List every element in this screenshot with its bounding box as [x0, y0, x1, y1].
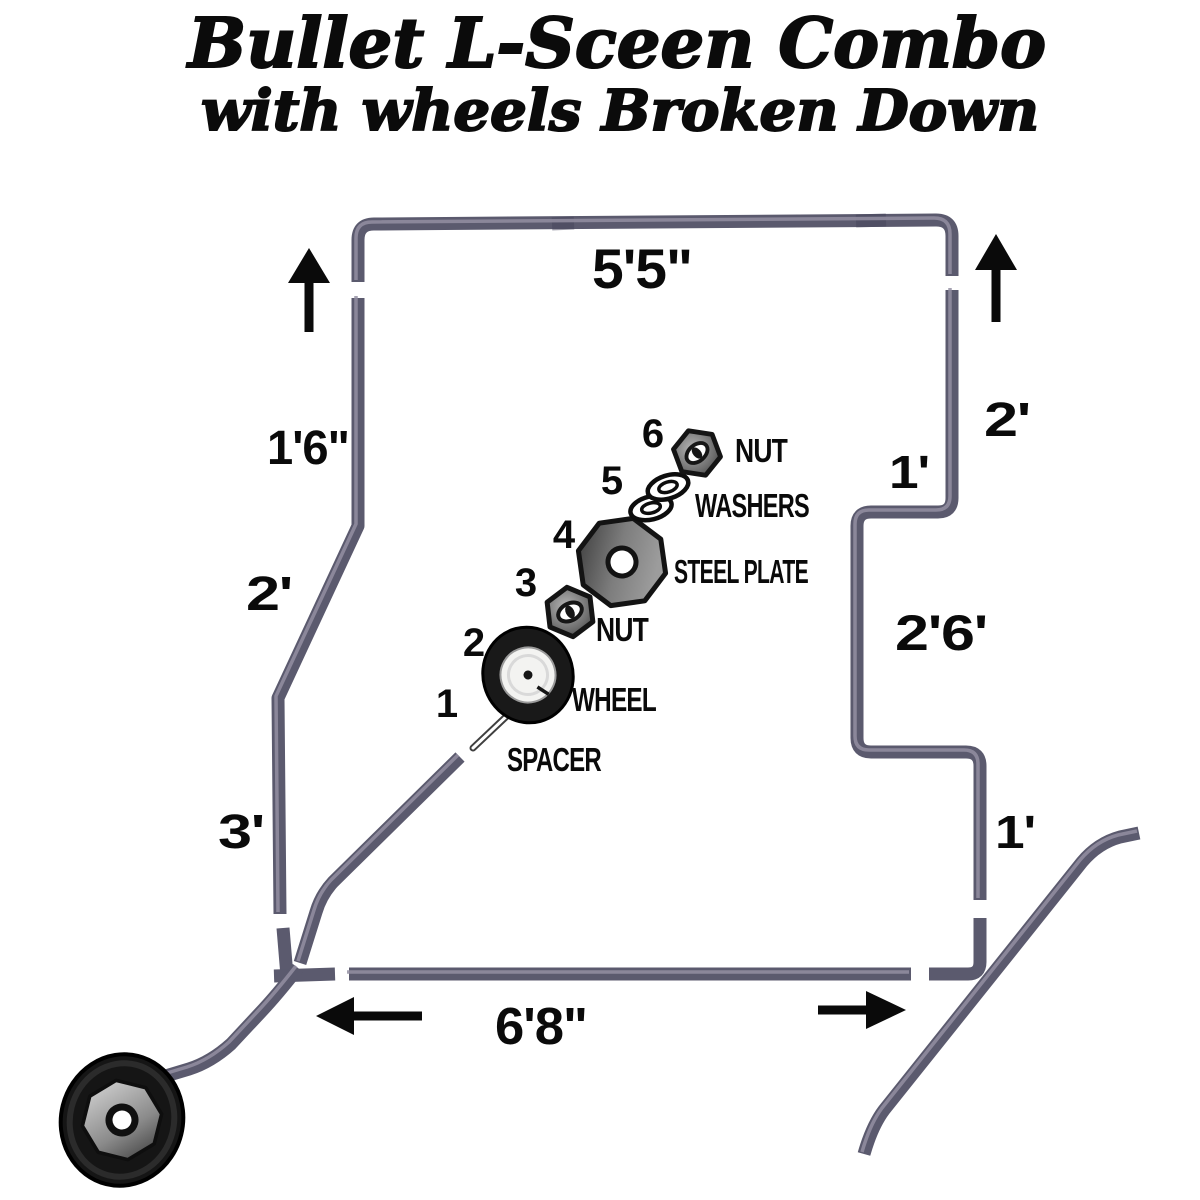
- up-arrow-icon-left: [288, 248, 330, 332]
- wheel-part: [481, 625, 575, 725]
- right-bottom-stub-tube: [929, 918, 980, 974]
- steel-plate-part: [575, 515, 669, 609]
- part-number-3: 3: [515, 561, 537, 605]
- dimension-bottom-width: 6'8": [495, 998, 587, 1056]
- frame-tubes: [149, 220, 1139, 1154]
- part-label-wheel: WHEEL: [572, 681, 657, 718]
- assembled-wheel: [58, 1052, 186, 1188]
- top-tube-joint-seam: [551, 216, 575, 231]
- part-label-nut-upper: NUT: [735, 432, 788, 469]
- part-number-1: 1: [436, 682, 458, 726]
- right-notch-tube: [857, 290, 980, 900]
- right-leg-tube: [864, 833, 1139, 1154]
- nut-part-lower: [543, 585, 597, 639]
- page-title-line1: Bullet L-Sceen Combo: [186, 4, 1046, 84]
- part-number-4: 4: [553, 513, 576, 557]
- dimension-left-mid: 2': [246, 568, 292, 621]
- dimension-left-lower: 3': [218, 806, 264, 859]
- top-tube-right-seam: [855, 213, 887, 228]
- dimension-right-upper: 2': [984, 394, 1030, 447]
- spacer-rod: [469, 708, 515, 752]
- dimension-right-lower: 1': [995, 806, 1035, 858]
- left-arrow-icon: [316, 997, 422, 1035]
- dimension-top-width: 5'5": [592, 237, 692, 300]
- part-number-6: 6: [642, 412, 664, 456]
- left-bottom-corner-tube: [274, 974, 335, 976]
- nut-part-upper: [672, 428, 723, 479]
- part-label-spacer: SPACER: [507, 741, 602, 778]
- left-bottom-stub-tube: [283, 928, 287, 976]
- dimension-right-mid: 2'6': [895, 605, 987, 661]
- dimension-left-upper: 1'6": [267, 422, 349, 475]
- part-number-5: 5: [601, 459, 623, 503]
- left-leg-tube: [149, 968, 298, 1081]
- part-label-nut-lower: NUT: [596, 611, 649, 648]
- washer-part-upper: [644, 470, 691, 505]
- center-leg-tube: [300, 757, 460, 963]
- tube-highlight: [853, 286, 980, 900]
- part-label-washers: WASHERS: [695, 487, 809, 524]
- right-arrow-icon: [818, 991, 906, 1029]
- page-title-line2: with wheels Broken Down: [201, 78, 1039, 144]
- dimension-right-step: 1': [889, 446, 929, 498]
- tube-highlight: [860, 829, 1139, 1154]
- tube-highlight: [145, 964, 298, 1081]
- part-label-steel-plate: STEEL PLATE: [674, 553, 808, 590]
- part-number-2: 2: [463, 621, 485, 665]
- up-arrow-icon-right: [975, 234, 1017, 322]
